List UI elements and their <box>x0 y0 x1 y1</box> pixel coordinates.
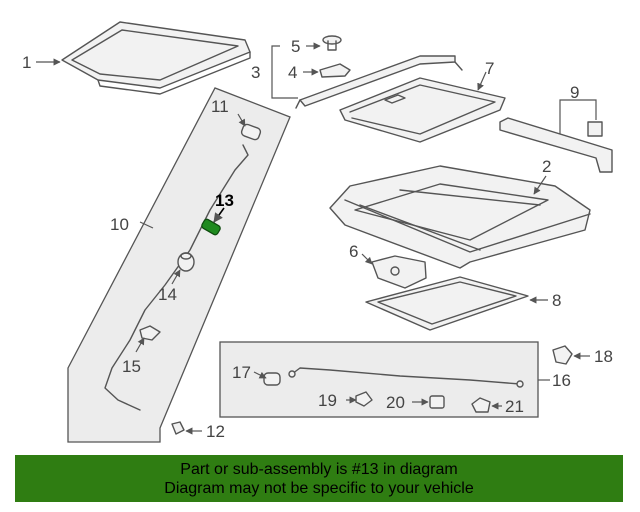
part-1-glass-panel[interactable] <box>61 21 251 95</box>
info-banner: Part or sub-assembly is #13 in diagram D… <box>15 455 623 502</box>
callout-18: 18 <box>594 347 613 366</box>
part-12-clip[interactable] <box>171 421 185 435</box>
callout-16: 16 <box>552 371 571 390</box>
part-3-wind-deflector[interactable] <box>295 55 463 109</box>
part-14-grommet[interactable] <box>177 252 195 272</box>
part-6-motor[interactable] <box>371 255 427 289</box>
callout-14: 14 <box>158 285 177 304</box>
part-17-connector[interactable] <box>263 372 281 386</box>
part-11-connector[interactable] <box>240 123 262 141</box>
callout-20: 20 <box>386 393 405 412</box>
part-hose-assembly[interactable] <box>104 144 249 411</box>
banner-line-2: Diagram may not be specific to your vehi… <box>164 480 474 497</box>
callout-4: 4 <box>288 63 297 82</box>
callout-12: 12 <box>206 422 225 441</box>
callout-7: 7 <box>485 59 494 78</box>
callout-15: 15 <box>122 357 141 376</box>
part-2-sunroof-frame[interactable] <box>329 165 591 269</box>
part-9-rail[interactable] <box>499 117 613 173</box>
callout-5: 5 <box>291 37 300 56</box>
part-4-bracket[interactable] <box>319 63 351 78</box>
callout-3: 3 <box>251 63 260 82</box>
callout-1: 1 <box>22 53 31 72</box>
part-16-hose[interactable] <box>288 367 524 388</box>
banner-line-1: Part or sub-assembly is #13 in diagram <box>180 461 458 478</box>
part-8-seal[interactable] <box>365 276 529 331</box>
callout-10: 10 <box>110 215 129 234</box>
callout-6: 6 <box>349 242 358 261</box>
part-18-elbow[interactable] <box>552 345 573 365</box>
callout-2: 2 <box>542 157 551 176</box>
callout-19: 19 <box>318 391 337 410</box>
part-20-clip[interactable] <box>429 395 445 409</box>
part-15-clip[interactable] <box>139 325 161 341</box>
callout-8: 8 <box>552 291 561 310</box>
part-7-sunshade[interactable] <box>339 77 506 143</box>
part-5-screw[interactable] <box>322 35 342 51</box>
parts-diagram: 1 5 4 3 7 9 2 6 <box>22 21 613 443</box>
callout-21: 21 <box>505 397 524 416</box>
callout-9: 9 <box>570 83 579 102</box>
callout-11: 11 <box>211 97 229 116</box>
part-21-clip[interactable] <box>471 397 491 413</box>
callout-13: 13 <box>215 191 234 210</box>
callout-17: 17 <box>232 363 251 382</box>
